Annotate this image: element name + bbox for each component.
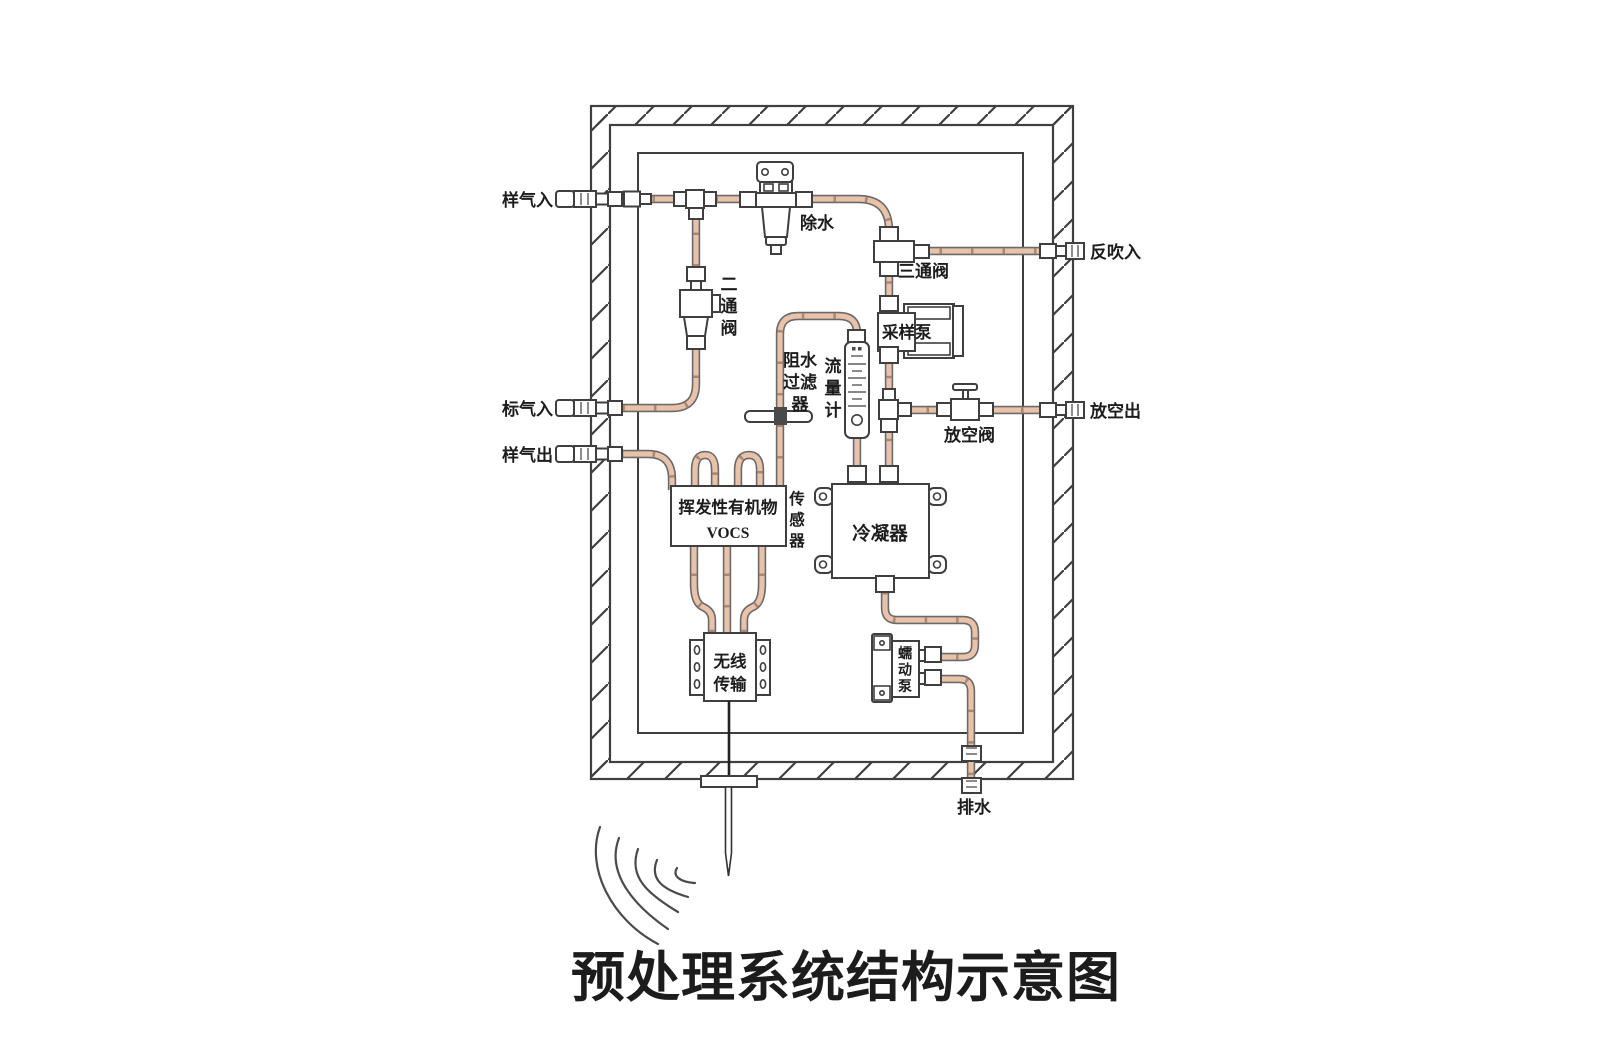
- port-backflush-in: [1039, 242, 1085, 260]
- condenser-label: 冷凝器: [852, 523, 908, 545]
- voc-box-title: 挥发性有机物: [679, 497, 779, 517]
- label-standard-gas-in: 标气入: [502, 399, 553, 419]
- wall-inner-line: [608, 123, 1055, 764]
- wireless-label-line1: 无线: [713, 651, 748, 671]
- pipe-voc-loop2: [733, 450, 765, 490]
- wireless-transmitter: 无线 传输: [689, 632, 771, 702]
- sampling-pump: 采样泵: [877, 295, 964, 364]
- port-standard-gas-in: [555, 399, 623, 417]
- voc-box-subtitle: VOCS: [707, 525, 750, 542]
- wall-outer-line: [589, 104, 1075, 781]
- vent-valve: [936, 383, 994, 421]
- peristaltic-pump-label: 蠕动泵: [898, 645, 912, 695]
- enclosure-wall: [589, 104, 1075, 781]
- port-sample-gas-out: [555, 445, 623, 463]
- label-flow-meter: 流量计: [825, 356, 842, 420]
- pipe-voc-down-1: [689, 542, 717, 636]
- sampling-pump-label: 采样泵: [881, 322, 932, 342]
- pipe-sample-out: [558, 449, 677, 490]
- label-drain: 排水: [957, 797, 992, 817]
- label-three-way-valve: 三通阀: [898, 261, 949, 281]
- antenna-needle: [724, 786, 733, 877]
- inline-union: [623, 190, 652, 208]
- water-removal-filter: [739, 161, 813, 255]
- label-sensor: 传感器: [788, 489, 805, 550]
- label-backflush-in: 反吹入: [1090, 242, 1141, 262]
- port-drain: [961, 745, 982, 794]
- pipe-voc-loop1: [690, 450, 720, 490]
- pipe-condenser-to-pump: [880, 592, 980, 662]
- pipe-pump-to-drain: [934, 674, 976, 788]
- antenna: [700, 701, 758, 877]
- three-way-valve: [873, 226, 930, 277]
- water-block-filter: [744, 407, 813, 425]
- label-vent-out: 放空出: [1089, 401, 1141, 421]
- pipe-standard-gas: [558, 344, 701, 413]
- label-water-block-filter: 阻水过滤器: [783, 350, 818, 414]
- piping: [558, 194, 1070, 788]
- label-sample-gas-out: 样气出: [502, 445, 553, 465]
- page-title: 预处理系统结构示意图: [571, 946, 1121, 1009]
- flow-meter: [844, 329, 870, 439]
- radio-waves-icon: [594, 825, 697, 946]
- pipe-waterblock-to-flowmeter: [775, 311, 862, 490]
- inlet-tee-fitting: [673, 189, 717, 220]
- label-two-way-valve: 二通阀: [721, 275, 738, 338]
- labels: 样气入 标气入 样气出 反吹入 放空出 排水 除水 三通阀 放空阀 二通阀 阻水…: [502, 190, 1141, 817]
- mounting-panel: [637, 152, 1024, 734]
- wireless-label-line2: 传输: [713, 674, 748, 694]
- label-vent-valve: 放空阀: [943, 425, 995, 445]
- condenser: 冷凝器: [814, 465, 947, 593]
- label-sample-gas-in: 样气入: [502, 190, 553, 210]
- label-water-removal: 除水: [800, 213, 835, 233]
- two-way-valve: [679, 266, 721, 350]
- pipe-voc-down-3: [739, 542, 767, 636]
- port-vent-out: [1039, 401, 1085, 419]
- port-sample-gas-in: [555, 190, 623, 208]
- voc-sensor-box: 挥发性有机物 VOCS: [670, 485, 787, 547]
- peristaltic-pump: 蠕动泵: [871, 633, 942, 703]
- vent-tee-fitting: [878, 388, 912, 433]
